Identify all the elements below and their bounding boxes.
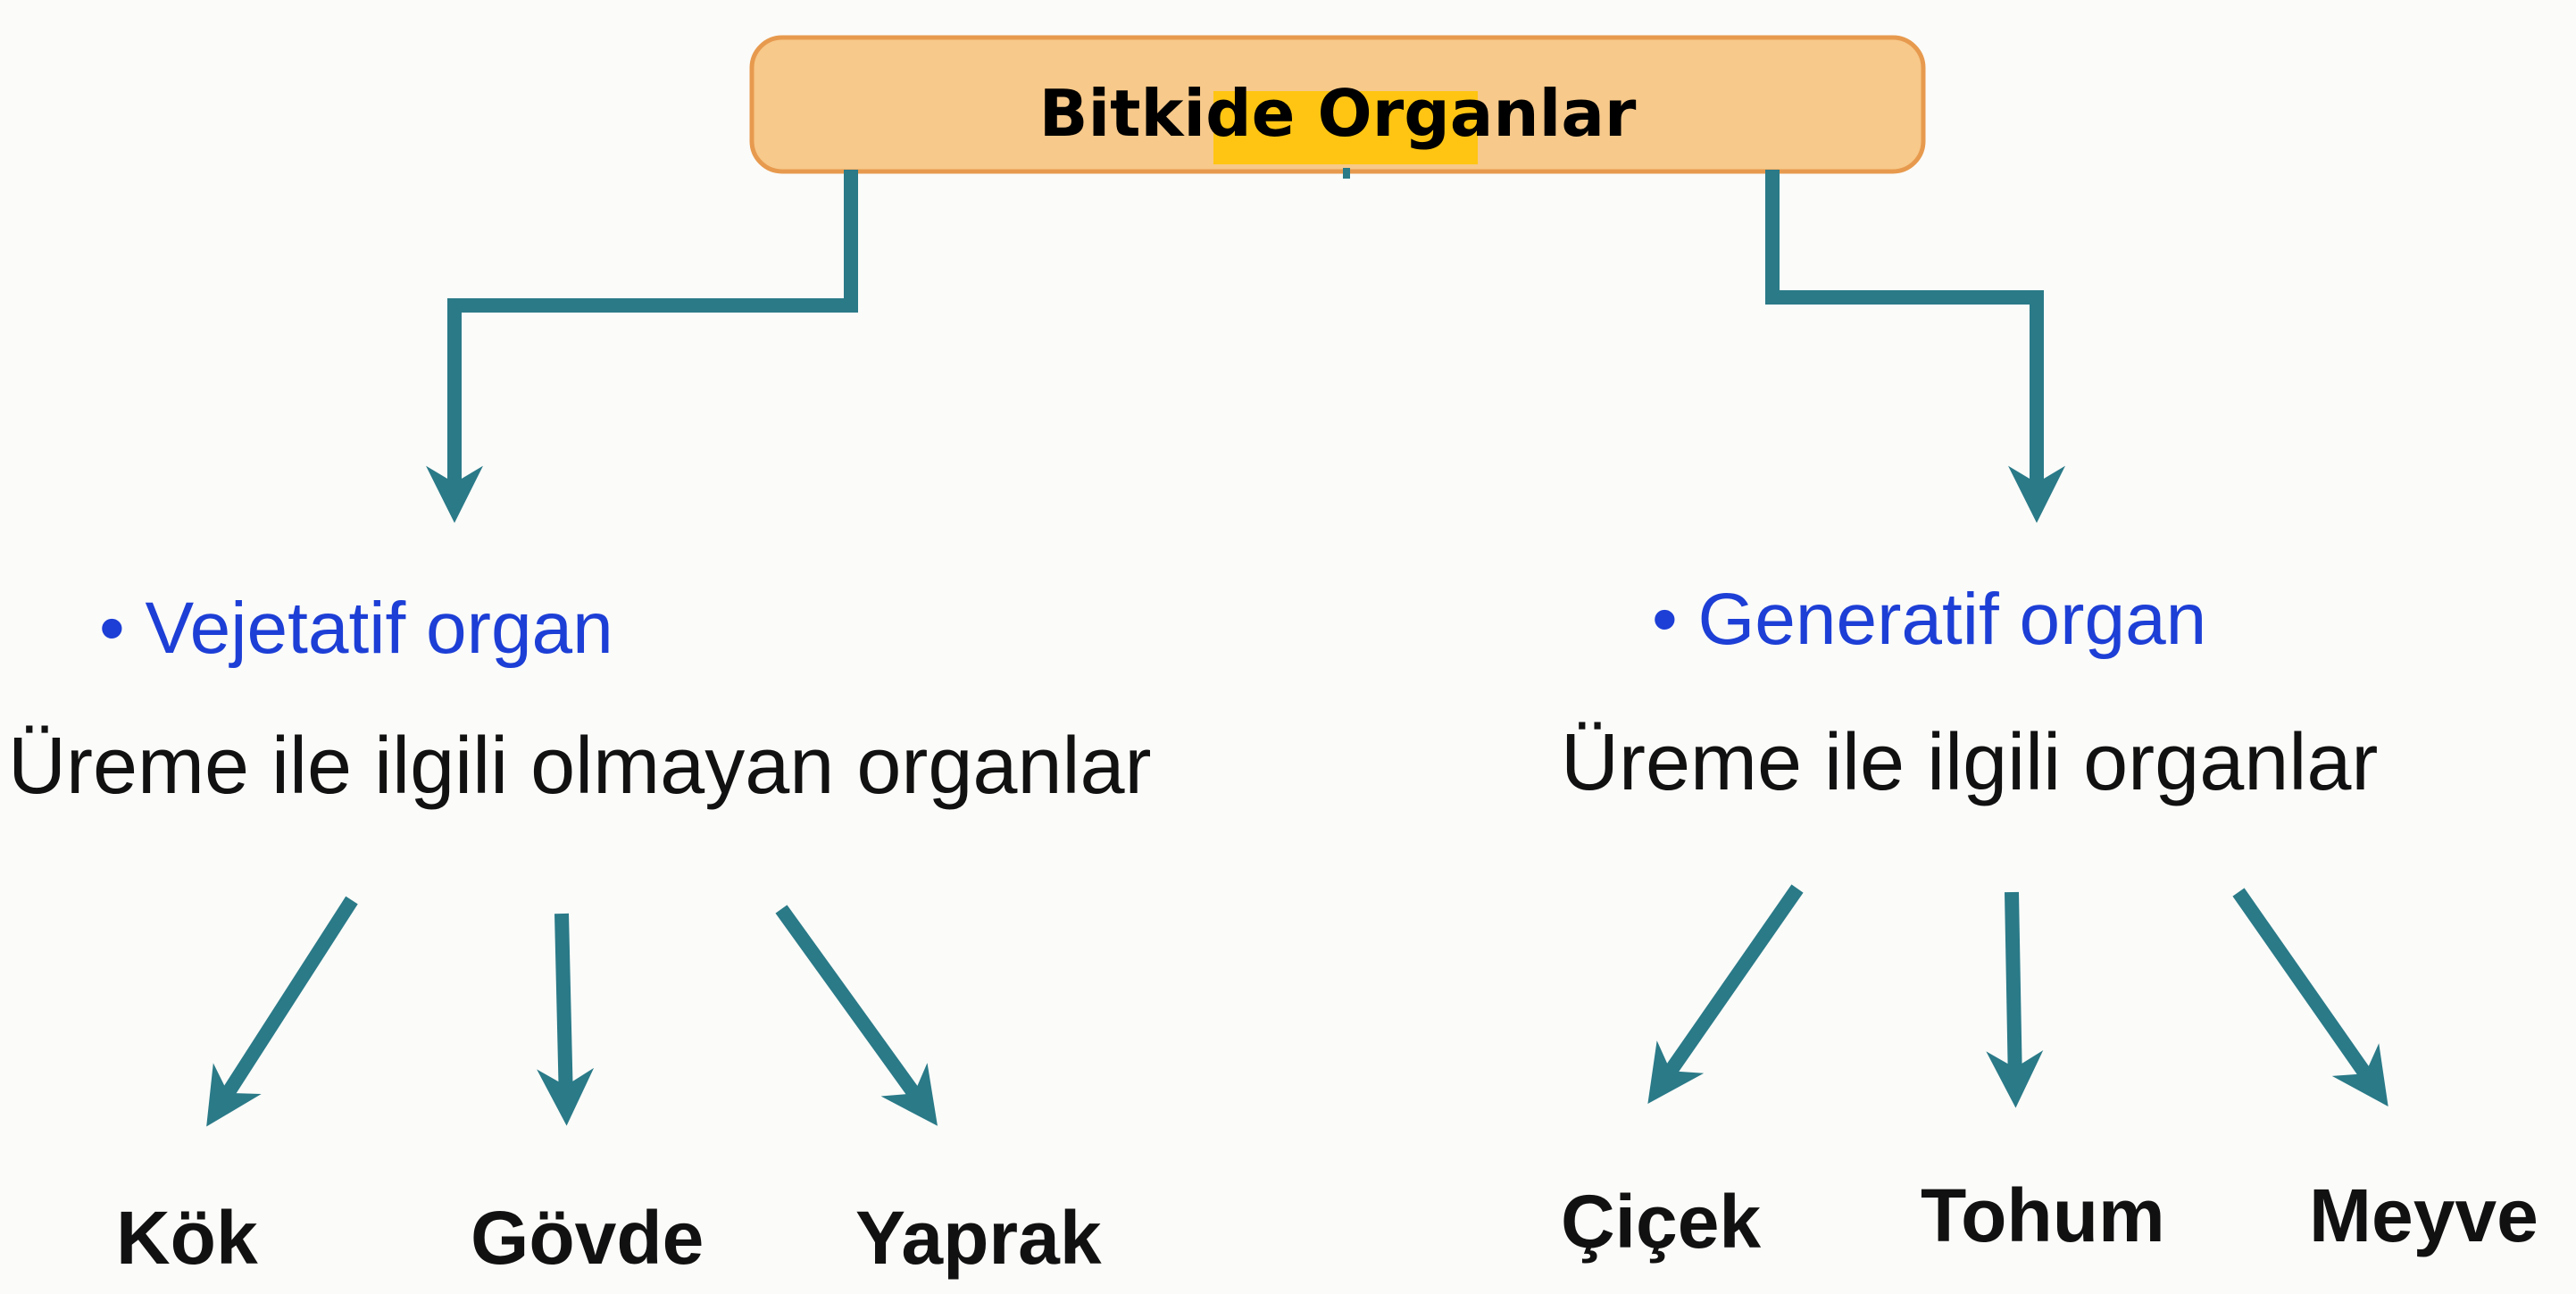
arrow-kok (206, 896, 358, 1127)
item-meyve: Meyve (2309, 1173, 2538, 1257)
title: Bitkide Organlar (1039, 76, 1637, 151)
arrow-yaprak (775, 905, 938, 1126)
item-cicek: Çiçek (1561, 1180, 1761, 1264)
item-govde: Gövde (471, 1196, 704, 1280)
arrow-tohum (1986, 891, 2044, 1108)
arrow-to-generatif (1765, 170, 2065, 523)
arrow-cicek (1647, 884, 1804, 1105)
title-highlight (1213, 91, 1478, 164)
generatif-description: Üreme ile ilgili organlar (1561, 718, 2378, 807)
item-yaprak: Yaprak (855, 1196, 1102, 1280)
item-kok: Kök (116, 1196, 258, 1280)
item-tohum: Tohum (1921, 1173, 2165, 1257)
vejetatif-description: Üreme ile ilgili olmayan organlar (8, 722, 1152, 811)
generatif-heading: • Generatif organ (1652, 579, 2206, 660)
vejetatif-heading: • Vejetatif organ (99, 588, 613, 669)
arrow-to-vejetatif (426, 170, 858, 523)
branch-connectors (426, 168, 2065, 523)
left-group: • Vejetatif organ Üreme ile ilgili olmay… (8, 588, 1152, 1280)
right-group: • Generatif organ Üreme ile ilgili organ… (1561, 579, 2538, 1264)
title-box: Bitkide Organlar (749, 35, 1926, 174)
arrow-meyve (2232, 888, 2388, 1106)
arrow-govde (537, 913, 595, 1126)
